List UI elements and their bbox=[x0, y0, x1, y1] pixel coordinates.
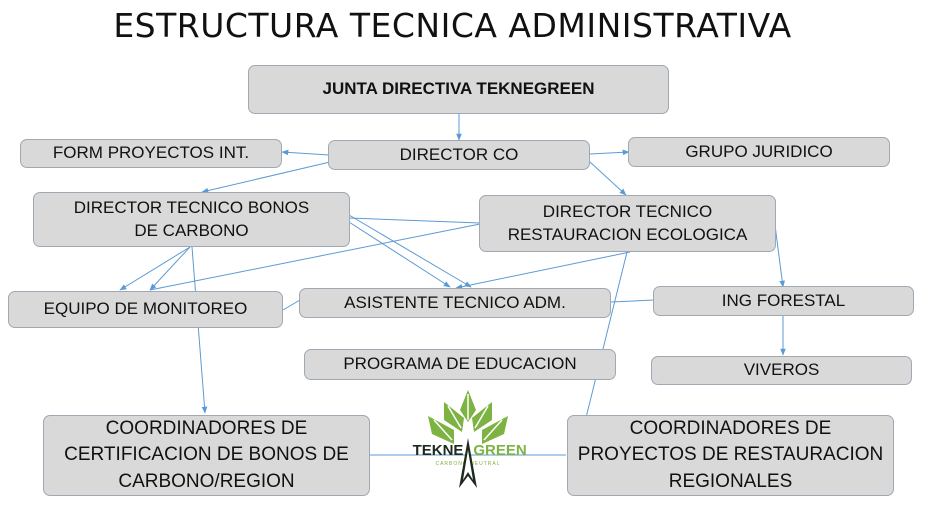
link-bonos-equipo-a bbox=[149, 246, 191, 291]
node-director-restauracion: DIRECTOR TECNICO RESTAURACION ECOLOGICA bbox=[479, 195, 776, 252]
link-bonos-asistente-a bbox=[348, 221, 451, 288]
logo-text-right: GREEN bbox=[473, 442, 526, 459]
node-coordinadores-restauracion: COORDINADORES DE PROYECTOS DE RESTAURACI… bbox=[567, 415, 894, 496]
link-asistente-equipo bbox=[282, 299, 301, 311]
node-director-bonos: DIRECTOR TECNICO BONOS DE CARBONO bbox=[33, 192, 350, 247]
node-viveros: VIVEROS bbox=[651, 356, 912, 385]
link-restauracion-asistente bbox=[455, 251, 631, 290]
link-ingforestal-asistente bbox=[610, 299, 655, 303]
page-title: ESTRUCTURA TECNICA ADMINISTRATIVA bbox=[113, 6, 792, 45]
link-bonos-restauracion bbox=[348, 217, 481, 224]
link-bonos-equipo-b bbox=[119, 246, 191, 291]
node-junta-directiva: JUNTA DIRECTIVA TEKNEGREEN bbox=[248, 65, 669, 114]
link-director-juridico bbox=[589, 149, 630, 156]
node-asistente-tecnico: ASISTENTE TECNICO ADM. bbox=[299, 288, 611, 318]
link-director-restauracion bbox=[589, 161, 627, 196]
node-equipo-monitoreo: EQUIPO DE MONITOREO bbox=[8, 291, 283, 328]
node-ing-forestal: ING FORESTAL bbox=[653, 286, 914, 316]
link-bonos-asistente-b bbox=[348, 214, 472, 288]
node-programa-educacion: PROGRAMA DE EDUCACION bbox=[304, 349, 616, 380]
link-restauracion-ingforestal bbox=[774, 224, 785, 288]
logo-text-left: TEKNE bbox=[413, 442, 464, 459]
node-grupo-juridico: GRUPO JURIDICO bbox=[628, 137, 890, 167]
node-form-proyectos: FORM PROYECTOS INT. bbox=[20, 139, 282, 168]
teknegreen-logo: TEKNE GREEN CARBONO NEUTRAL bbox=[413, 390, 527, 488]
link-bonos-coordinadores bbox=[191, 246, 208, 414]
node-coordinadores-bonos: COORDINADORES DE CERTIFICACION DE BONOS … bbox=[43, 415, 370, 496]
link-director-form bbox=[281, 149, 330, 156]
node-director-co: DIRECTOR CO bbox=[328, 140, 590, 170]
